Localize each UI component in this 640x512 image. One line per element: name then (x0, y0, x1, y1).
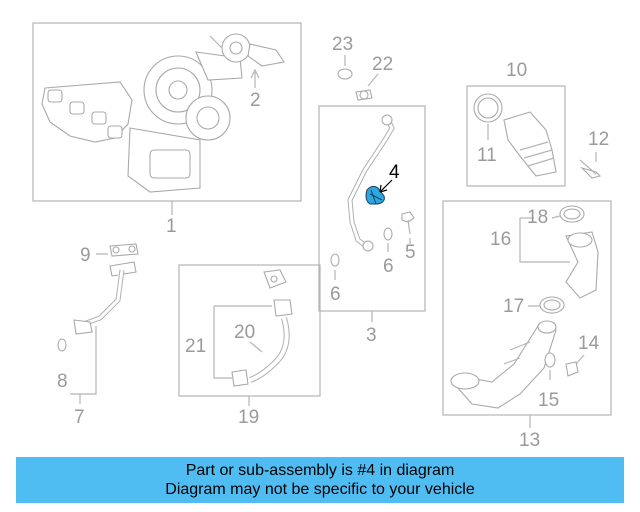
bolt-12-part: 12 (579, 129, 609, 179)
return-line-group: 9 8 (57, 243, 139, 404)
callout-17: 17 (503, 296, 524, 317)
callout-3: 3 (366, 325, 377, 346)
banner-line-part: Part or sub-assembly is #4 in diagram (185, 462, 455, 479)
callout-15: 15 (538, 390, 559, 411)
callout-11: 11 (477, 145, 497, 166)
banner-line-disclaimer: Diagram may not be specific to your vehi… (165, 481, 475, 498)
callout-7: 7 (74, 407, 85, 428)
callout-16: 16 (490, 229, 511, 250)
callout-20: 20 (234, 322, 255, 343)
bolt-part (401, 211, 415, 235)
cap-plug-group: 23 22 (332, 34, 393, 101)
callout-5: 5 (405, 242, 416, 263)
callout-21: 21 (185, 336, 206, 357)
callout-6b: 6 (330, 284, 341, 305)
actuator-part (209, 33, 285, 67)
turbocharger-group: 2 (32, 22, 302, 202)
intake-pipe-group: 10 11 (466, 60, 566, 187)
callout-6a: 6 (383, 256, 394, 277)
callout-8: 8 (57, 371, 68, 392)
callout-19: 19 (238, 407, 259, 428)
callout-4: 4 (389, 162, 400, 183)
callout-2: 2 (250, 90, 261, 111)
oil-line-group: 4 5 6 6 (318, 105, 426, 312)
callout-22: 22 (372, 54, 393, 75)
callout-9: 9 (80, 245, 91, 266)
callout-23: 23 (332, 34, 353, 55)
callout-10: 10 (506, 60, 527, 81)
callout-18: 18 (527, 207, 548, 228)
info-banner: Part or sub-assembly is #4 in diagram Di… (16, 457, 624, 503)
charge-pipe-group: 16 18 17 14 15 (442, 200, 612, 416)
callout-12: 12 (588, 129, 609, 150)
vacuum-hose-group: 21 20 (178, 264, 321, 397)
callout-13: 13 (519, 430, 540, 451)
callout-14: 14 (578, 333, 600, 354)
part-4-clamp (365, 185, 385, 205)
callout-1: 1 (166, 216, 177, 237)
